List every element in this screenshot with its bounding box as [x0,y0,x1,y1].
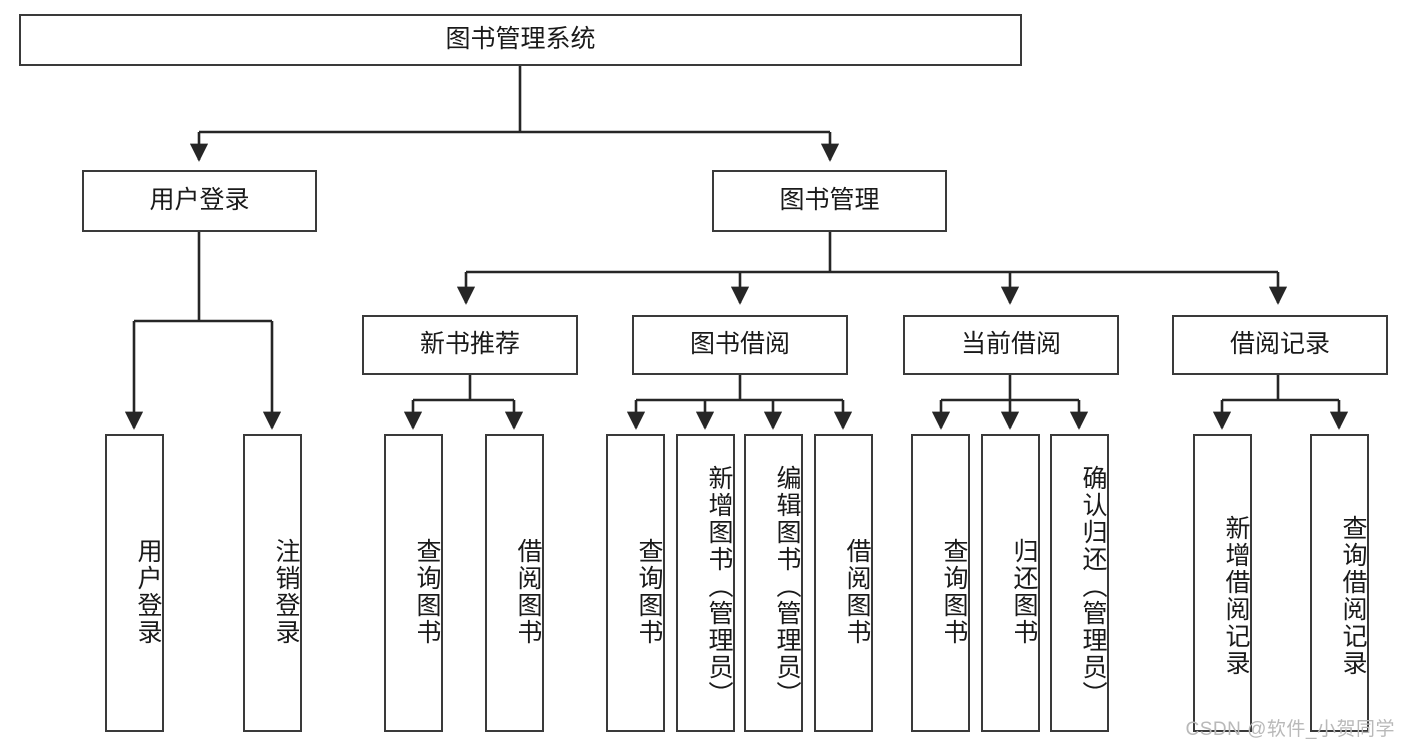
csdn-watermark: CSDN @软件_小贺同学 [1185,719,1395,740]
leaf-add-record[interactable]: 新增借阅记录 [1193,434,1252,732]
leaf-query-record[interactable]: 查询借阅记录 [1310,434,1369,732]
node-current-borrow[interactable]: 当前借阅 [903,315,1119,375]
node-borrow-record[interactable]: 借阅记录 [1172,315,1388,375]
leaf-logout[interactable]: 注销登录 [243,434,302,732]
leaf-query-book-2[interactable]: 查询图书 [606,434,665,732]
leaf-borrow-book-1[interactable]: 借阅图书 [485,434,544,732]
leaf-borrow-book-2[interactable]: 借阅图书 [814,434,873,732]
leaf-label: 用户登录 [134,538,162,646]
leaf-confirm-return[interactable]: 确认归还（管理员） [1050,434,1109,732]
leaf-query-book-1[interactable]: 查询图书 [384,434,443,732]
leaf-edit-book[interactable]: 编辑图书（管理员） [744,434,803,732]
leaf-label: 查询借阅记录 [1339,515,1367,677]
leaf-user-login[interactable]: 用户登录 [105,434,164,732]
leaf-label: 确认归还（管理员） [1079,464,1107,708]
node-book-borrow[interactable]: 图书借阅 [632,315,848,375]
node-user-login[interactable]: 用户登录 [82,170,317,232]
leaf-label: 查询图书 [413,538,441,646]
leaf-label: 编辑图书（管理员） [773,464,801,708]
node-new-book-recommend[interactable]: 新书推荐 [362,315,578,375]
leaf-label: 查询图书 [635,538,663,646]
leaf-label: 新增借阅记录 [1222,515,1250,677]
node-root[interactable]: 图书管理系统 [19,14,1022,66]
leaf-label: 查询图书 [940,538,968,646]
leaf-add-book[interactable]: 新增图书（管理员） [676,434,735,732]
leaf-label: 借阅图书 [843,538,871,646]
node-book-manage[interactable]: 图书管理 [712,170,947,232]
leaf-query-book-3[interactable]: 查询图书 [911,434,970,732]
leaf-label: 新增图书（管理员） [705,464,733,708]
leaf-return-book[interactable]: 归还图书 [981,434,1040,732]
leaf-label: 归还图书 [1010,538,1038,646]
leaf-label: 借阅图书 [514,538,542,646]
leaf-label: 注销登录 [272,538,300,646]
